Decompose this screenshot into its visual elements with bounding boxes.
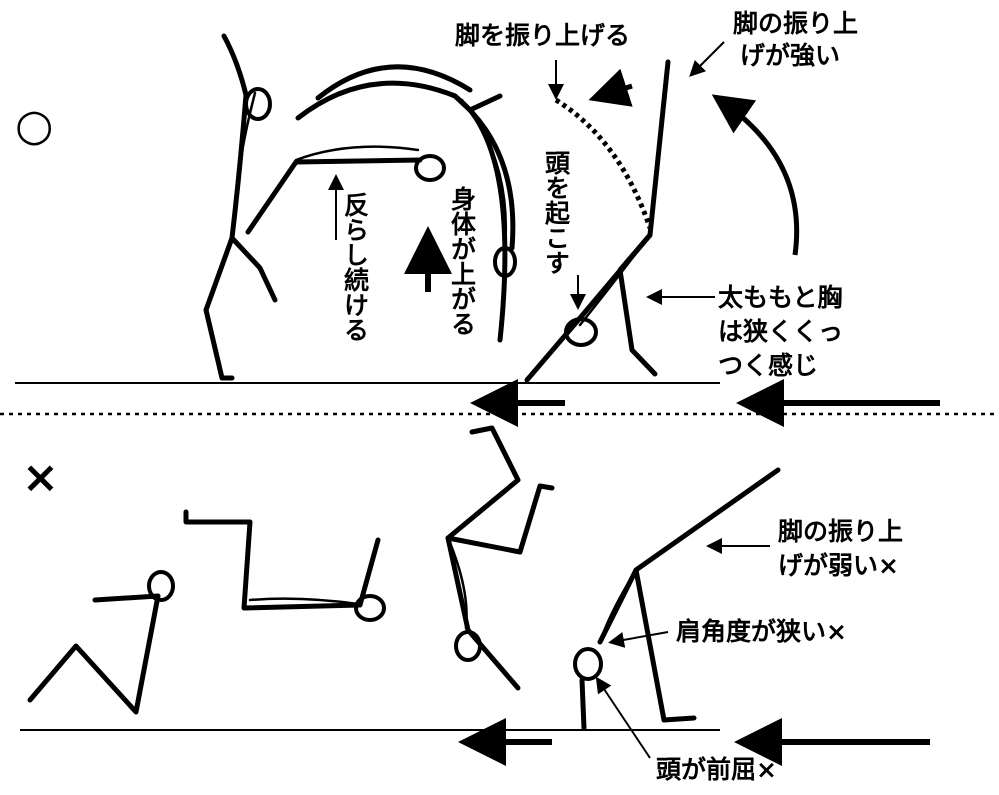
label-thigh-chest-2: は狭くくっ: [718, 317, 843, 346]
label-keep-arching: 反らし続ける: [341, 192, 370, 342]
label-thigh-chest-3: つく感じ: [718, 351, 818, 380]
figure-4-kick: [524, 59, 671, 383]
bad-mark-cross: ×: [22, 452, 59, 503]
shoulder-angle-pointer: [608, 631, 669, 648]
figure-c-inverted: [445, 425, 555, 691]
leg-direction-arrow: [588, 68, 633, 107]
leg-trajectory-dotted: [554, 97, 653, 229]
label-leg-swing-weak-2: げが弱い×: [778, 551, 899, 580]
strong-swing-pointer: [689, 41, 725, 77]
label-body-rises: 身体が上がる: [448, 185, 477, 336]
label-raise-head: 頭を起こす: [542, 150, 571, 275]
head-flexed-pointer: [595, 676, 651, 759]
figure-b-pike: [183, 509, 386, 622]
figure-3-arc: [452, 93, 517, 343]
label-leg-swing-strong-2: げが強い: [740, 41, 840, 70]
label-head-flexed: 頭が前屈×: [656, 755, 777, 784]
figure-1-standing: [203, 33, 278, 381]
label-leg-swing-weak-1: 脚の振り上: [778, 517, 903, 546]
figure-a-landing: [27, 570, 175, 715]
label-leg-swing-strong-1: 脚の振り上: [733, 9, 858, 38]
figure-d-weak-kick: [573, 467, 781, 731]
strong-swing-curve-arrow: [711, 94, 800, 256]
good-mark-circle: ○: [15, 100, 53, 151]
label-shoulder-angle: 肩角度が狭い×: [676, 617, 847, 646]
label-leg-swing-up: 脚を振り上げる: [455, 21, 630, 50]
label-thigh-chest-1: 太ももと胸: [718, 283, 843, 312]
